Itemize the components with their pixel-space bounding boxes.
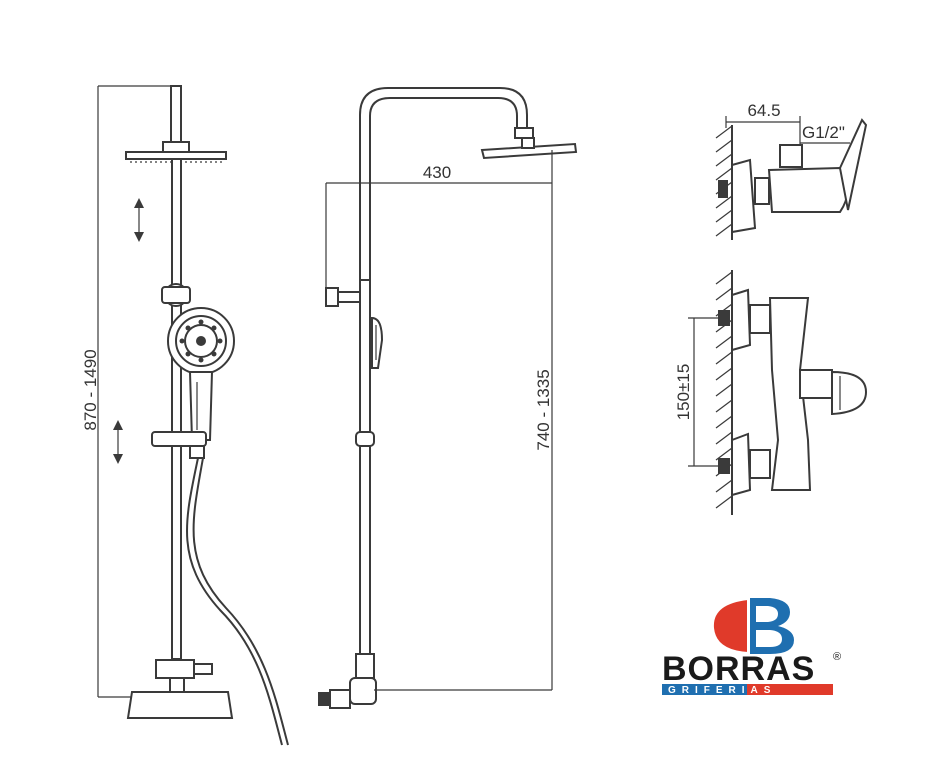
side-column-pipe <box>359 279 371 681</box>
thread-label: G1/2" <box>802 123 845 142</box>
front-connector <box>155 659 195 679</box>
inlet-spacing-label: 150±15 <box>674 364 693 421</box>
front-mixer-body <box>126 691 234 719</box>
front-height-label: 870 - 1490 <box>81 349 100 430</box>
side-view: 430 740 - 1335 <box>318 87 578 709</box>
mixer-side-detail: 64.5 G1/2" <box>715 101 868 240</box>
side-height-label: 740 - 1335 <box>534 369 553 450</box>
depth-label: 64.5 <box>747 101 780 120</box>
front-hose <box>186 457 283 746</box>
brand-strip-red <box>747 684 833 695</box>
brand-logo: BORRAS ® GRIFERIAS <box>662 596 841 696</box>
front-diverter-knob <box>161 286 191 304</box>
brand-strip-blue <box>662 684 747 695</box>
front-hand-shower <box>167 307 235 441</box>
side-connector <box>355 653 375 679</box>
brand-emblem-icon <box>713 596 794 656</box>
front-view: 870 - 1490 <box>81 85 289 746</box>
side-rain-shower-head <box>480 142 578 160</box>
brand-name: BORRAS <box>662 650 815 688</box>
side-lever-handle <box>838 118 868 211</box>
side-reach-label: 430 <box>423 163 451 182</box>
front-column-pipe <box>171 158 182 660</box>
side-slider-holder <box>355 431 375 447</box>
side-curved-arm <box>369 97 518 280</box>
front-mixer-body-detail <box>768 297 812 491</box>
front-rain-shower-head <box>125 151 227 160</box>
front-top-pipe <box>170 85 182 147</box>
registered-mark: ® <box>833 651 841 663</box>
adjust-arrow-icon <box>113 420 123 464</box>
side-diverter-knob <box>337 291 361 303</box>
adjust-arrow-icon <box>134 198 144 242</box>
side-hand-shower <box>371 316 384 369</box>
mixer-front-detail: 150±15 <box>674 270 868 515</box>
front-mixer-knob <box>831 370 868 416</box>
side-mixer-body <box>767 166 849 213</box>
brand-subtitle: GRIFERIAS <box>668 685 776 696</box>
front-slider-holder <box>151 431 207 447</box>
